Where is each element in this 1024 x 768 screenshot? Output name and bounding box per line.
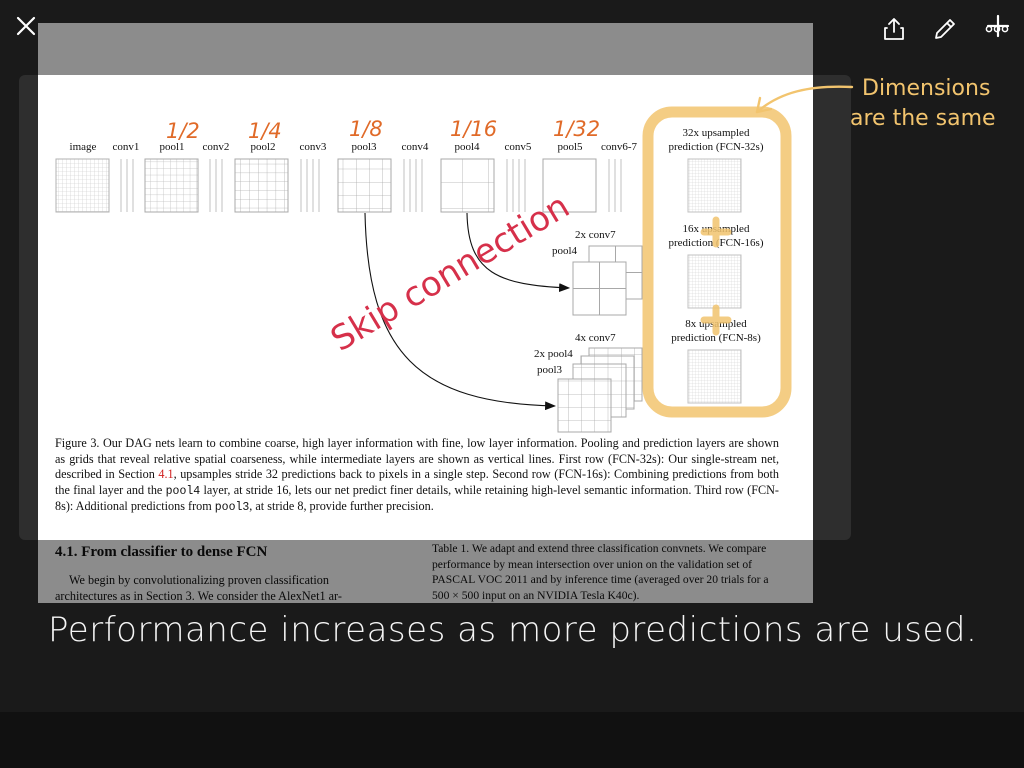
pool1-grid (144, 158, 199, 213)
bottom-handwritten-note: Performance increases as more prediction… (48, 610, 978, 650)
fcn8s-fused-grids (557, 347, 643, 433)
fcn16s-fused-grids (572, 245, 643, 316)
close-icon (16, 16, 36, 36)
conv2-lines (209, 159, 223, 212)
conv6-7-lines (608, 159, 622, 212)
more-icon (985, 25, 1009, 33)
prediction-grid-fcn16s (687, 254, 742, 309)
caption-text-3: layer, at stride 16, lets our net predic… (55, 482, 779, 514)
caption-section-link[interactable]: 4.1 (158, 467, 174, 482)
layer-label-image: image (69, 141, 97, 153)
conv3-lines (300, 159, 320, 212)
caption-text-2: , upsamples stride 32 predictions back t… (55, 467, 780, 497)
fcn-architecture-diagram (55, 158, 742, 433)
share-icon (884, 18, 904, 40)
caption-text-1: Figure 3. Our DAG nets learn to combine … (55, 436, 779, 482)
layer-label-conv4: conv4 (401, 141, 429, 153)
section-body-text: We begin by convolutionalizing proven cl… (55, 573, 342, 603)
skip-label-2x-conv7: 2x conv7 (575, 229, 616, 241)
skip-arrow-pool4 (466, 212, 571, 292)
dimensions-annotation-line2: are the same (850, 106, 996, 131)
table-caption: Table 1. We adapt and extend three class… (432, 542, 769, 602)
section-heading: 4.1. From classifier to dense FCN (55, 544, 268, 560)
bottom-toolbar (0, 712, 1024, 768)
conv5-lines (506, 159, 526, 212)
share-button[interactable] (881, 16, 907, 42)
layer-label-conv1: conv1 (112, 141, 140, 153)
caption-code-pool4: pool4 (165, 484, 201, 498)
layer-label-pool2: pool2 (250, 141, 276, 153)
edit-button[interactable] (932, 16, 958, 42)
conv4-lines (403, 159, 423, 212)
dimensions-annotation-line1: Dimensions (862, 76, 991, 101)
layer-label-conv2: conv2 (202, 141, 230, 153)
conv1-lines (120, 159, 134, 212)
more-button[interactable] (984, 16, 1010, 42)
pool2-grid (234, 158, 289, 213)
layer-label-pool4: pool4 (454, 141, 480, 153)
layer-label-pool5: pool5 (557, 141, 583, 153)
prediction-grid-fcn32s (687, 158, 742, 213)
layer-label-conv3: conv3 (299, 141, 327, 153)
skip-label-4x-conv7: 4x conv7 (575, 332, 616, 344)
pool3-grid (337, 158, 392, 213)
figure-caption: Figure 3. Our DAG nets learn to combine … (55, 436, 779, 516)
skip-label-pool4: pool4 (552, 245, 578, 257)
layer-label-conv5: conv5 (504, 141, 532, 153)
close-button[interactable] (10, 10, 42, 42)
prediction-grid-fcn8s (687, 349, 742, 404)
pool4-grid (440, 158, 495, 213)
layer-label-pool1: pool1 (159, 141, 185, 153)
skip-label-pool3: pool3 (537, 364, 563, 376)
image-grid (55, 158, 110, 213)
pool5-grid (542, 158, 597, 213)
layer-label-pool3: pool3 (351, 141, 377, 153)
dimensions-annotation: Dimensions are the same (850, 74, 996, 134)
page-shade-bottom (38, 540, 813, 603)
layer-label-conv6-7: conv6-7 (600, 141, 638, 153)
pencil-icon (935, 19, 955, 39)
skip-label-2x-pool4: 2x pool4 (534, 348, 573, 360)
document-page: image conv1 pool1 conv2 pool2 conv3 pool… (38, 23, 813, 603)
skip-arrow-pool3 (364, 212, 557, 411)
page-shade-top (38, 23, 813, 75)
caption-text-4: , at stride 8, provide further precision… (249, 499, 434, 514)
caption-code-pool3: pool3 (214, 501, 250, 515)
